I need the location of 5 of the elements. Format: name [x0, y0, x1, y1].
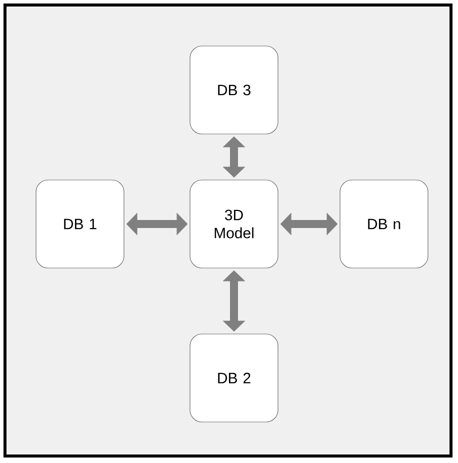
database-box: DB 3 [190, 46, 278, 134]
database-box: DB 2 [190, 334, 278, 422]
database-box: DB 1 [36, 180, 124, 268]
database-box: DB n [340, 180, 428, 268]
database-box: 3D Model [190, 180, 278, 268]
